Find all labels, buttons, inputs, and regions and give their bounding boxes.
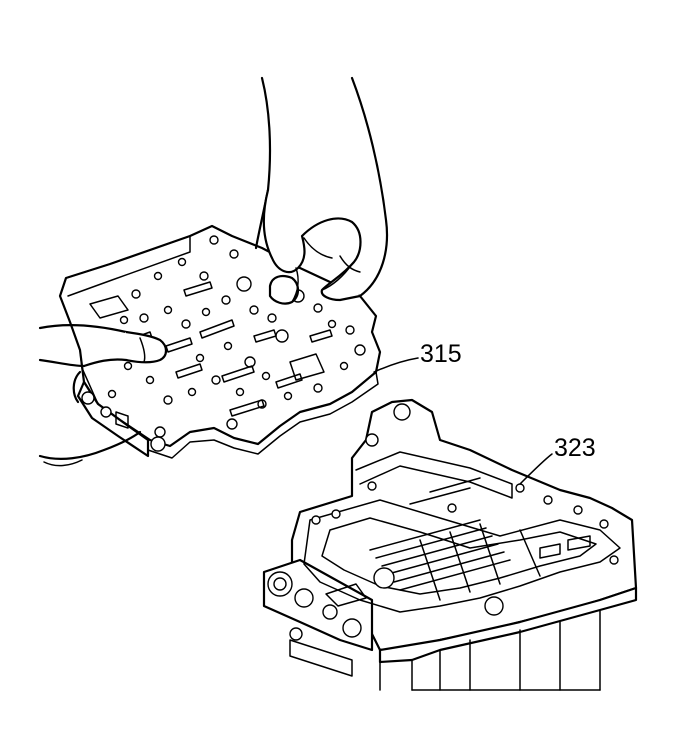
hands xyxy=(38,76,389,467)
callout-315: 315 xyxy=(373,340,462,373)
valve-body-assembly xyxy=(262,398,638,691)
callout-323: 323 xyxy=(519,434,596,485)
callout-label-315: 315 xyxy=(420,340,462,368)
spacer-plate xyxy=(58,224,382,459)
callout-label-323: 323 xyxy=(554,434,596,462)
